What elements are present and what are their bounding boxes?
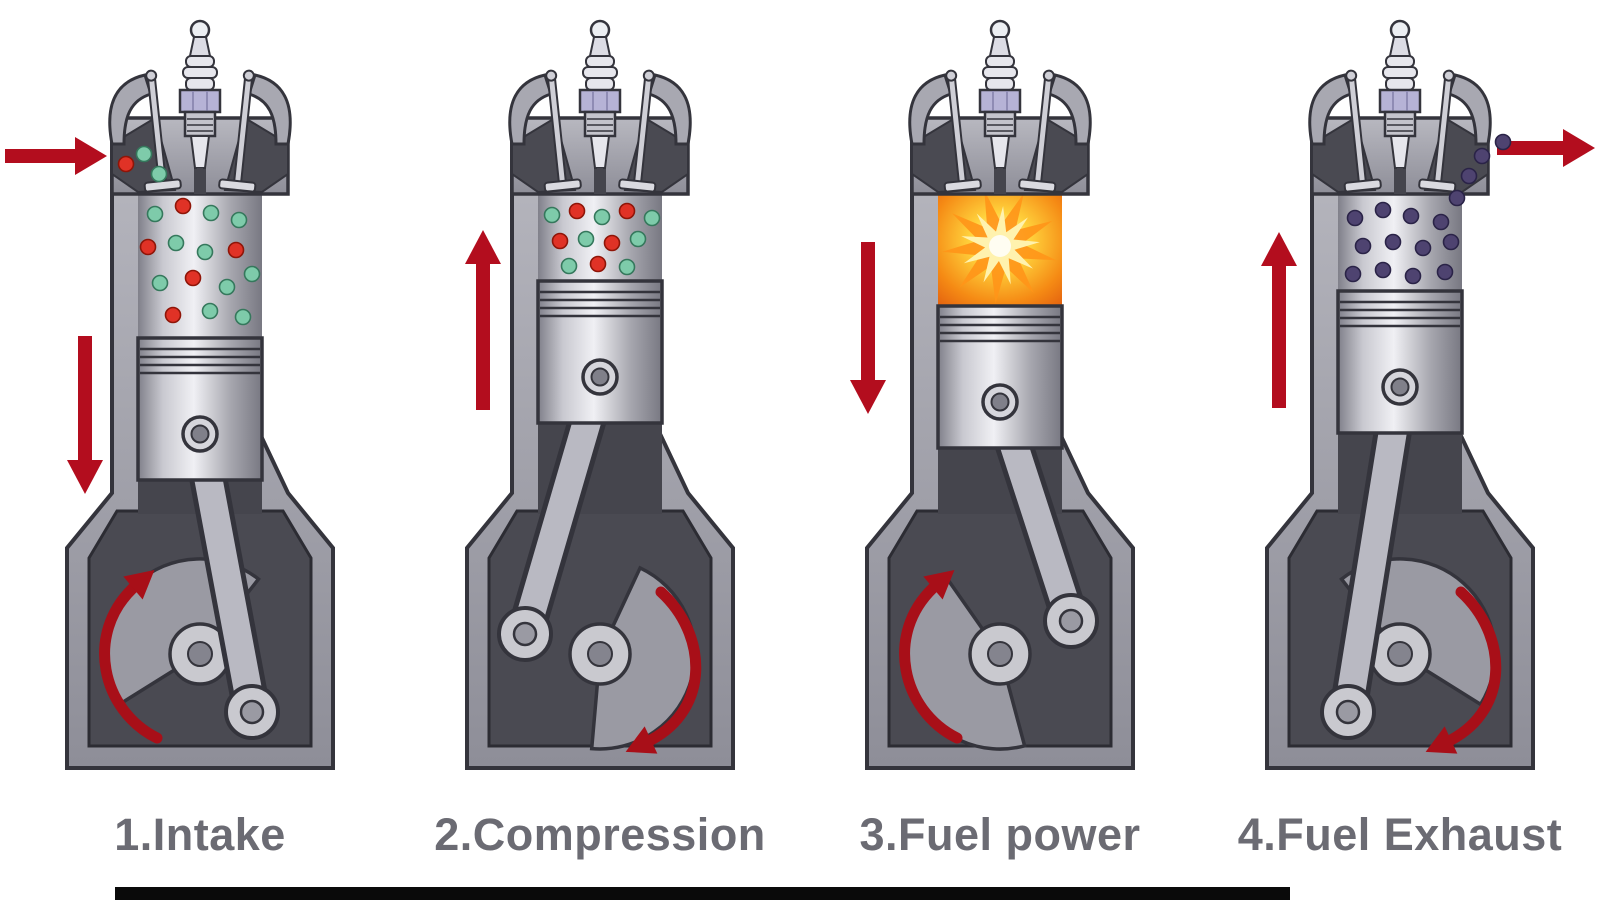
engine-diagram-intake [5,19,335,770]
exhaust-valve [618,69,657,193]
exhaust-valve [1018,69,1057,193]
crank-rotation-arrow [625,586,702,754]
engine-diagram-exhaust [1261,19,1595,770]
stroke-panels-row: 1.Intake [0,0,1600,857]
intake-valve [1343,69,1382,193]
crank-pin [224,684,280,740]
piston [536,279,664,425]
combustion-explosion [938,190,1062,306]
spark-plug-icon [978,19,1022,194]
connecting-rod [1329,368,1419,731]
gas-particles [1344,133,1512,285]
intake-valve [143,69,182,193]
engine-diagram-power [850,19,1135,770]
piston [936,304,1064,450]
stroke-label-intake: 1.Intake [114,809,286,860]
intake-flow-arrow [5,137,107,175]
piston-motion-arrow [67,336,103,494]
intake-valve [943,69,982,193]
piston-motion-arrow [465,230,501,410]
spark-plug-icon [178,19,222,194]
piston-motion-arrow [850,242,886,414]
crank-pin [1320,684,1376,740]
stroke-label-compression: 2.Compression [434,809,766,860]
crank-rotation-arrow [99,570,163,744]
piston [1336,289,1464,435]
crank-rotation-arrow [1425,586,1502,754]
spark-plug-icon [1378,19,1422,194]
spark-plug-icon [578,19,622,194]
crank-pin [1043,593,1099,649]
panel-compression: 2.Compression [400,0,800,857]
panel-exhaust: 4.Fuel Exhaust [1200,0,1600,857]
gas-particles [117,145,261,326]
crank-rotation-arrow [899,570,963,744]
panel-power: 3.Fuel power [800,0,1200,857]
stroke-label-power: 3.Fuel power [859,809,1141,860]
engine-diagram-compression [465,19,735,770]
panel-intake: 1.Intake [0,0,400,857]
crankshaft [568,565,697,751]
intake-valve [543,69,582,193]
exhaust-flow-arrow [1497,129,1595,167]
exhaust-valve [1418,69,1457,193]
exhaust-valve [218,69,257,193]
crank-pin [497,606,553,662]
piston-motion-arrow [1261,232,1297,408]
gas-particles [543,202,661,276]
piston [136,336,264,482]
footer-bar [115,887,1290,900]
stroke-label-exhaust: 4.Fuel Exhaust [1237,809,1563,860]
